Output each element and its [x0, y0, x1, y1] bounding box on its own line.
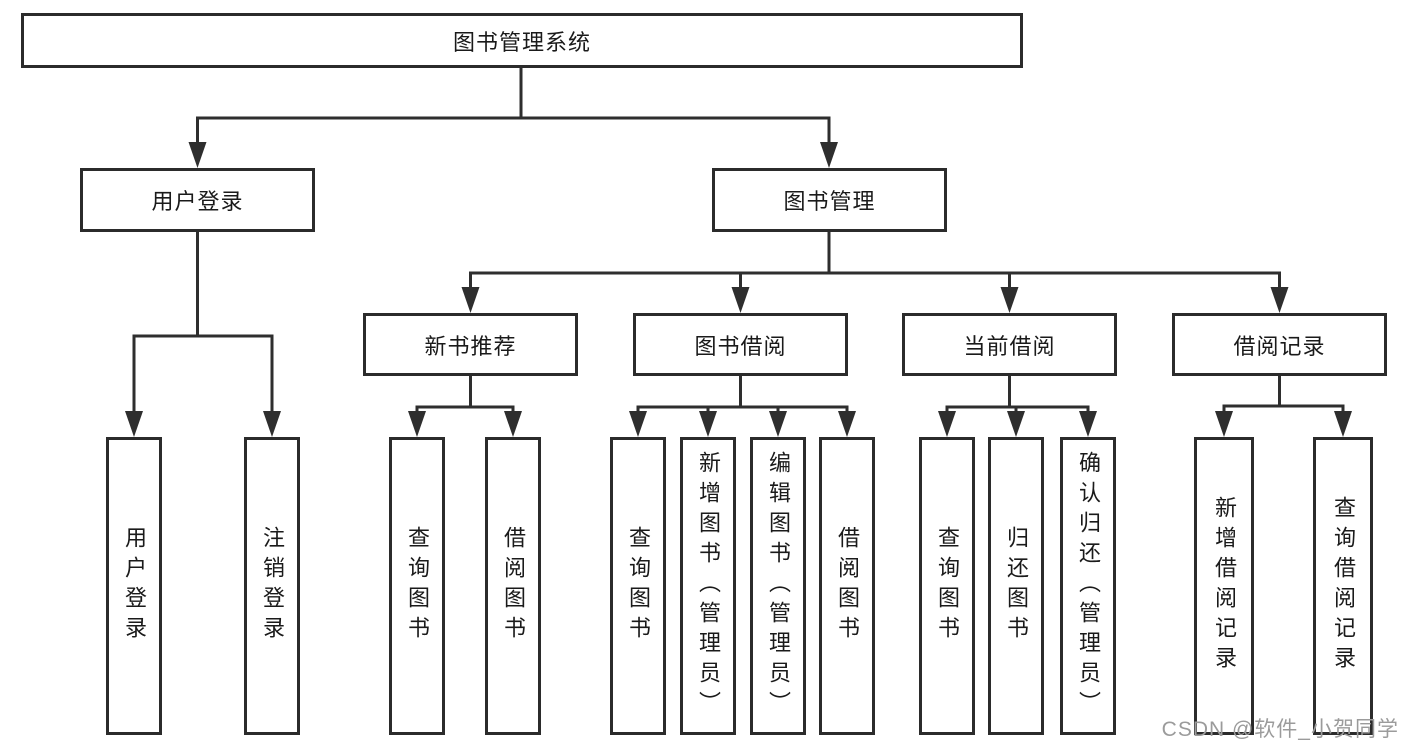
leaf-confirm-return-admin-label: 确认归还（管理员） [1076, 451, 1101, 721]
connector-book-borrowing-children [629, 375, 856, 437]
leaf-recommend-borrow-books-label: 借阅图书 [501, 526, 526, 646]
node-book-borrowing: 图书借阅 [633, 313, 848, 376]
node-borrowing-records-label: 借阅记录 [1233, 333, 1326, 359]
leaf-logout: 注销登录 [244, 437, 300, 735]
node-book-management: 图书管理 [712, 168, 947, 232]
leaf-add-books-admin-label: 新增图书（管理员） [696, 451, 721, 721]
node-new-book-recommendation: 新书推荐 [363, 313, 578, 376]
node-root: 图书管理系统 [21, 13, 1023, 68]
node-borrowing-records: 借阅记录 [1172, 313, 1387, 376]
leaf-edit-books-admin-label: 编辑图书（管理员） [766, 451, 791, 721]
leaf-add-borrow-record: 新增借阅记录 [1194, 437, 1254, 735]
node-current-borrowing-label: 当前借阅 [963, 333, 1056, 359]
leaf-edit-books-admin: 编辑图书（管理员） [750, 437, 806, 735]
connector-borrow-records-children [1215, 375, 1352, 437]
leaf-borrowing-borrow-books: 借阅图书 [819, 437, 875, 735]
node-user-login-label: 用户登录 [151, 189, 244, 214]
leaf-confirm-return-admin: 确认归还（管理员） [1060, 437, 1116, 735]
leaf-borrowing-query-books: 查询图书 [610, 437, 666, 735]
leaf-user-login-label: 用户登录 [122, 526, 147, 646]
leaf-query-borrow-record-label: 查询借阅记录 [1331, 496, 1356, 676]
node-user-login: 用户登录 [80, 168, 315, 232]
node-root-label: 图书管理系统 [452, 29, 591, 55]
leaf-recommend-borrow-books: 借阅图书 [485, 437, 541, 735]
leaf-current-query-books-label: 查询图书 [935, 526, 960, 646]
leaf-borrowing-borrow-books-label: 借阅图书 [835, 526, 860, 646]
connector-new-book-children [408, 375, 522, 437]
node-new-book-recommendation-label: 新书推荐 [424, 333, 517, 359]
leaf-user-login: 用户登录 [106, 437, 162, 735]
connector-book-management-children [461, 232, 1289, 313]
leaf-query-borrow-record: 查询借阅记录 [1313, 437, 1373, 735]
connector-user-login-children [125, 232, 281, 437]
node-book-management-label: 图书管理 [783, 189, 876, 214]
watermark: CSDN @软件_小贺同学 [1161, 718, 1399, 741]
leaf-add-books-admin: 新增图书（管理员） [680, 437, 736, 735]
leaf-return-books-label: 归还图书 [1004, 526, 1029, 646]
leaf-borrowing-query-books-label: 查询图书 [626, 526, 651, 646]
node-current-borrowing: 当前借阅 [902, 313, 1117, 376]
leaf-logout-label: 注销登录 [260, 526, 285, 646]
leaf-current-query-books: 查询图书 [919, 437, 975, 735]
node-book-borrowing-label: 图书借阅 [694, 333, 787, 359]
leaf-recommend-query-books: 查询图书 [389, 437, 445, 735]
connector-root-to-level2 [188, 66, 838, 168]
connector-current-borrowing-children [938, 375, 1097, 437]
leaf-recommend-query-books-label: 查询图书 [405, 526, 430, 646]
leaf-add-borrow-record-label: 新增借阅记录 [1212, 496, 1237, 676]
leaf-return-books: 归还图书 [988, 437, 1044, 735]
